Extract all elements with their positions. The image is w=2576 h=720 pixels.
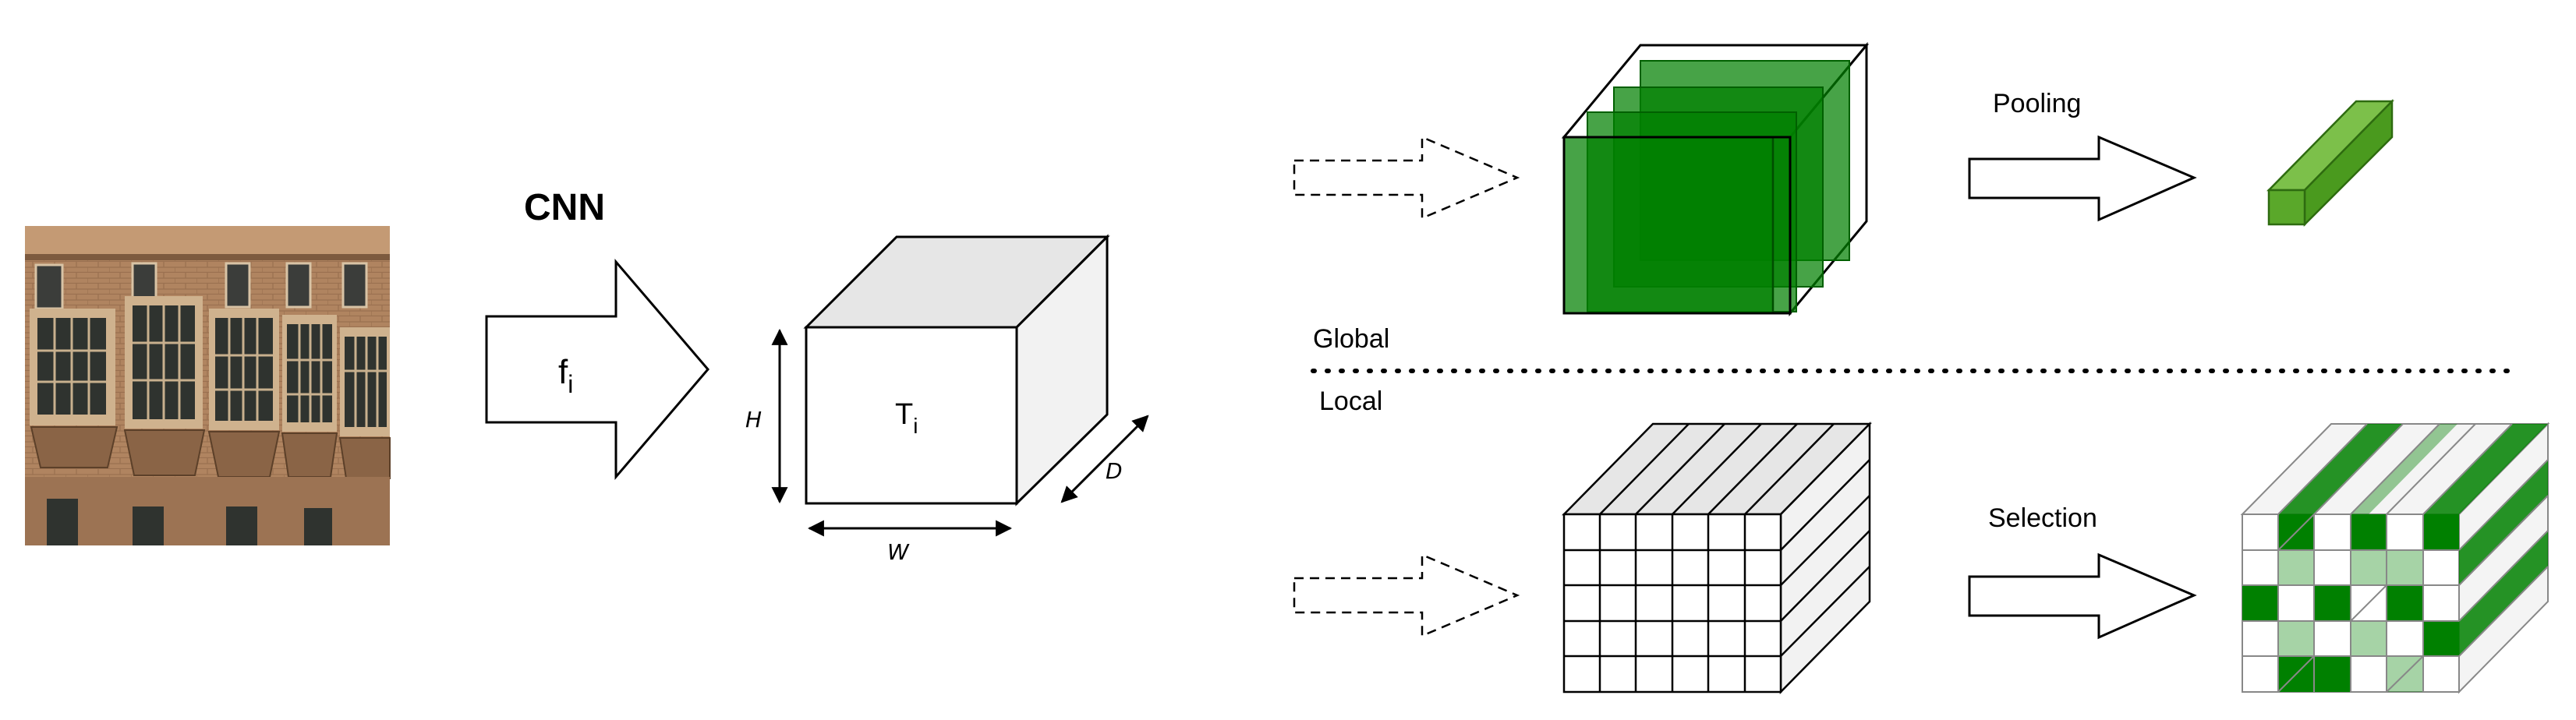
tensor-label: Ti [895, 398, 918, 438]
pooling-arrow [1968, 135, 2197, 222]
global-label: Global [1313, 324, 1389, 354]
cnn-label: CNN [524, 187, 605, 228]
depth-label: D [1106, 458, 1123, 484]
bay-windows [30, 296, 390, 436]
height-label: H [745, 407, 762, 432]
global-branch-arrow [1293, 136, 1520, 220]
width-label: W [887, 539, 910, 565]
cnn-arrow [485, 258, 709, 481]
selected-local-features [2240, 422, 2550, 694]
global-feature-maps [1561, 41, 1870, 317]
selection-arrow [1968, 552, 2197, 640]
feature-tensor-cube [803, 234, 1110, 506]
pooled-feature-vector [2266, 98, 2394, 228]
feature-function-label: fi [558, 353, 573, 398]
pooling-label: Pooling [1993, 89, 2081, 118]
input-image [25, 226, 391, 545]
selection-label: Selection [1988, 503, 2097, 533]
depth-dimension-arrow [1060, 415, 1149, 503]
local-branch-arrow [1293, 553, 1520, 637]
local-label: Local [1319, 386, 1382, 416]
local-feature-grid [1562, 421, 1872, 695]
